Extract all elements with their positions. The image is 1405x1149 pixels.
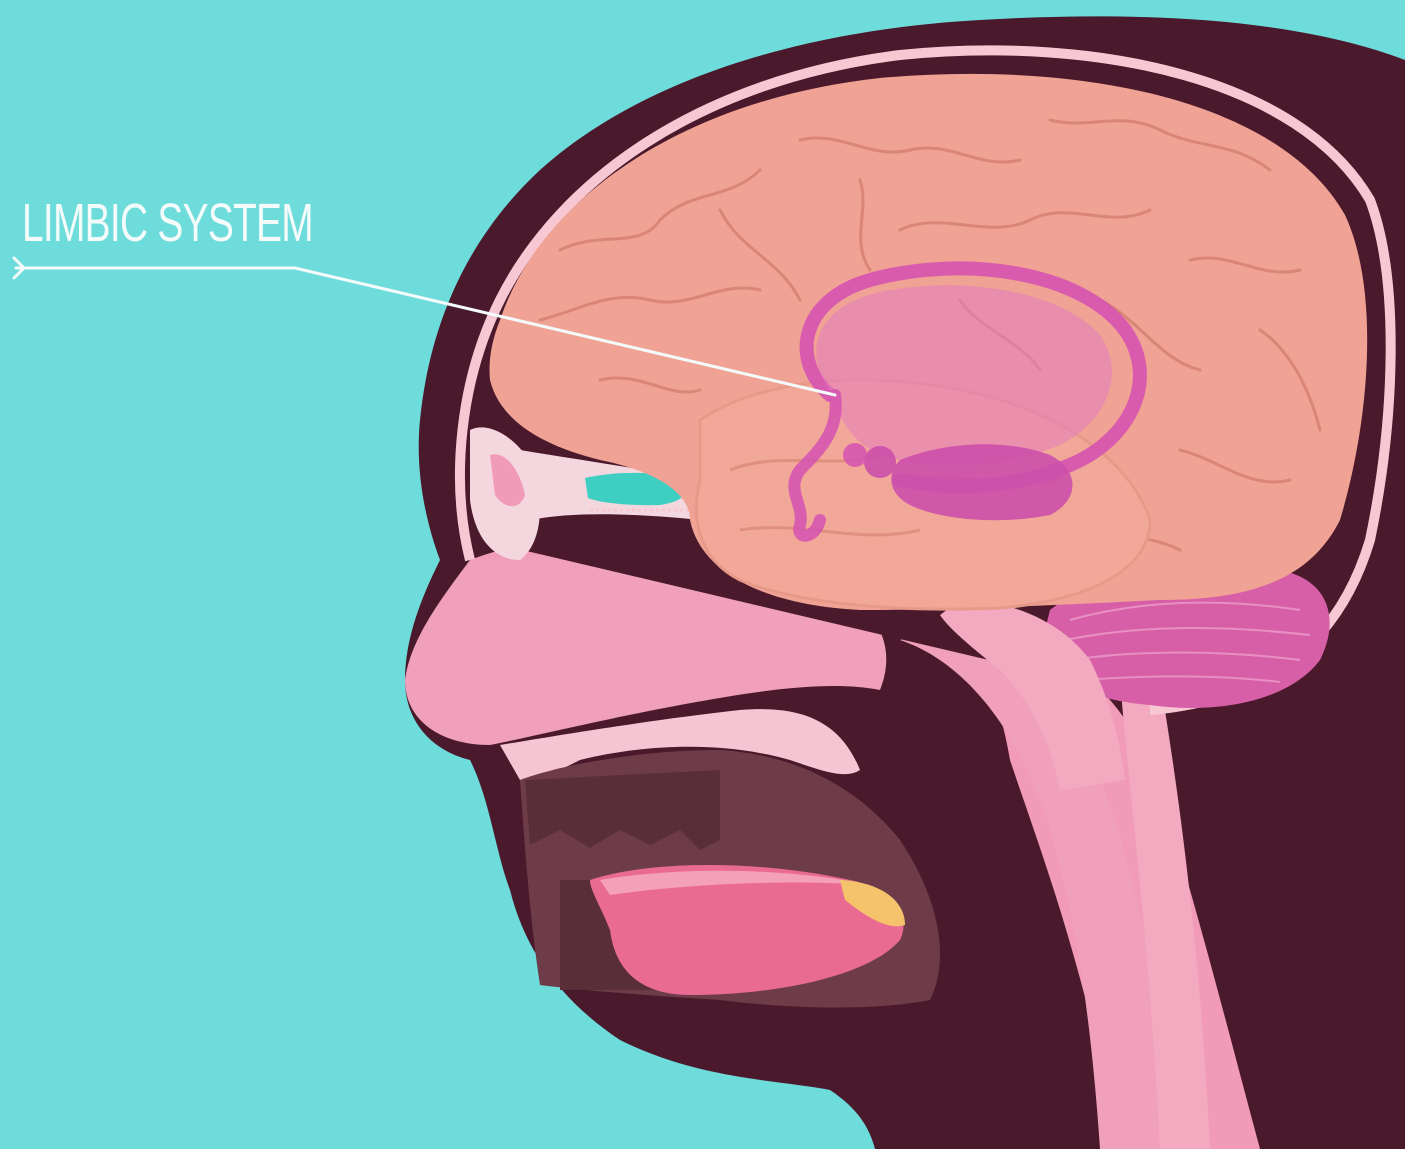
limbic-inner-region — [816, 285, 1112, 465]
mammillary-body — [843, 443, 867, 467]
limbic-system-label: LIMBIC SYSTEM — [22, 196, 313, 250]
amygdala — [864, 446, 896, 478]
